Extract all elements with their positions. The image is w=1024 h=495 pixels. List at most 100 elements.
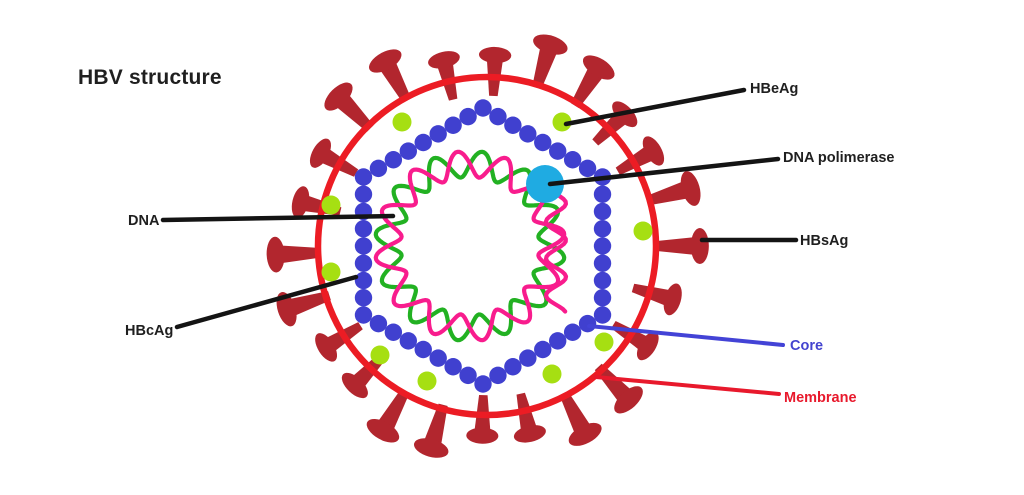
capsid-bead [369, 314, 388, 333]
capsid-bead [489, 366, 507, 385]
capsid-bead [444, 116, 462, 134]
capsid-bead [369, 159, 388, 178]
spike-stem [594, 363, 630, 401]
spike [366, 388, 410, 443]
capsid-bead [429, 125, 447, 143]
capsid-bead [548, 332, 567, 350]
spike-cap [309, 138, 332, 168]
spike-cap [366, 418, 400, 443]
membrane-spikes [266, 34, 709, 458]
capsid-bead [578, 314, 597, 333]
capsid-bead [459, 366, 477, 385]
spike-cap [680, 171, 701, 206]
spike-stem [645, 182, 686, 206]
capsid-bead [459, 107, 477, 126]
spike-stem [559, 391, 590, 432]
spike [594, 363, 643, 414]
capsid-bead [519, 349, 537, 367]
spike [645, 171, 701, 206]
labels: HBV structure HBeAg DNA polimerase HBsAg… [78, 66, 894, 406]
spike-cap [642, 136, 665, 166]
spike-stem [532, 48, 557, 90]
capsid-bead [354, 254, 373, 272]
capsid-bead [399, 332, 418, 350]
capsid-bead [504, 116, 522, 134]
capsid-bead [384, 151, 403, 169]
spike-cap [341, 372, 368, 399]
label-hbeag: HBeAg [750, 81, 798, 97]
antigen-dots [321, 112, 653, 391]
spike-cap [466, 427, 499, 444]
capsid-bead-ring [354, 99, 612, 393]
callout-dna-polymerase [547, 156, 781, 187]
capsid-bead [414, 340, 432, 359]
spike-stem [379, 388, 410, 429]
spike [532, 34, 568, 90]
callout-lines [160, 87, 799, 396]
antigen-dot [321, 262, 341, 282]
spike [592, 101, 638, 146]
dna-double-helix [373, 149, 567, 343]
membrane-ring [314, 73, 660, 419]
capsid-bead [593, 237, 612, 255]
spike-cap [315, 333, 338, 362]
label-hbsag: HBsAg [800, 233, 848, 249]
capsid-bead [474, 375, 492, 393]
spike-cap [369, 49, 402, 73]
spike-stem [654, 237, 693, 255]
capsid-bead [429, 349, 447, 367]
spike [654, 227, 709, 265]
spike [276, 291, 331, 327]
spike-stem [381, 63, 412, 103]
label-dna-polymerase: DNA polimerase [783, 150, 894, 166]
spike [466, 395, 499, 444]
spike-cap [324, 82, 353, 111]
spike-cap [636, 331, 659, 361]
spike-cap [614, 386, 643, 414]
capsid-bead [563, 151, 582, 169]
capsid-bead [444, 358, 462, 376]
spike-cap [276, 292, 297, 327]
antigen-dot [594, 332, 614, 352]
spike-cap [478, 46, 512, 64]
capsid-bead [354, 271, 373, 290]
spike-cap [513, 425, 546, 443]
capsid-bead [354, 306, 373, 324]
capsid-bead [578, 159, 597, 178]
antigen-dot [552, 112, 572, 132]
callout-dna [160, 213, 396, 223]
capsid-bead [593, 289, 612, 307]
capsid-bead [474, 99, 492, 117]
spike-stem [290, 291, 331, 316]
antigen-dot [417, 371, 437, 391]
dna-polymerase-blob [526, 165, 564, 203]
label-core: Core [790, 338, 823, 354]
capsid-bead [534, 340, 552, 359]
spike [324, 82, 374, 132]
diagram-title: HBV structure [78, 66, 222, 89]
capsid-bead [354, 220, 373, 238]
spike-cap [266, 236, 285, 273]
label-membrane: Membrane [784, 390, 857, 406]
spike [266, 236, 322, 273]
dna-strand-squiggle [542, 187, 569, 314]
helix-strand [373, 149, 567, 343]
capsid-bead [399, 142, 418, 160]
spike [631, 283, 682, 316]
spike-stem [337, 95, 374, 132]
capsid-bead [519, 125, 537, 143]
antigen-dot [542, 364, 562, 384]
capsid-bead [548, 142, 567, 160]
spike [478, 46, 512, 97]
spike-cap [663, 283, 682, 316]
spike [570, 55, 615, 109]
antigen-dot [370, 345, 390, 365]
antigen-dot [321, 195, 341, 215]
label-dna: DNA [128, 213, 160, 229]
spike [369, 49, 412, 103]
callout-hbeag [563, 87, 747, 127]
capsid-bead [414, 133, 432, 152]
capsid-bead [504, 358, 522, 376]
capsid-bead [384, 323, 403, 341]
